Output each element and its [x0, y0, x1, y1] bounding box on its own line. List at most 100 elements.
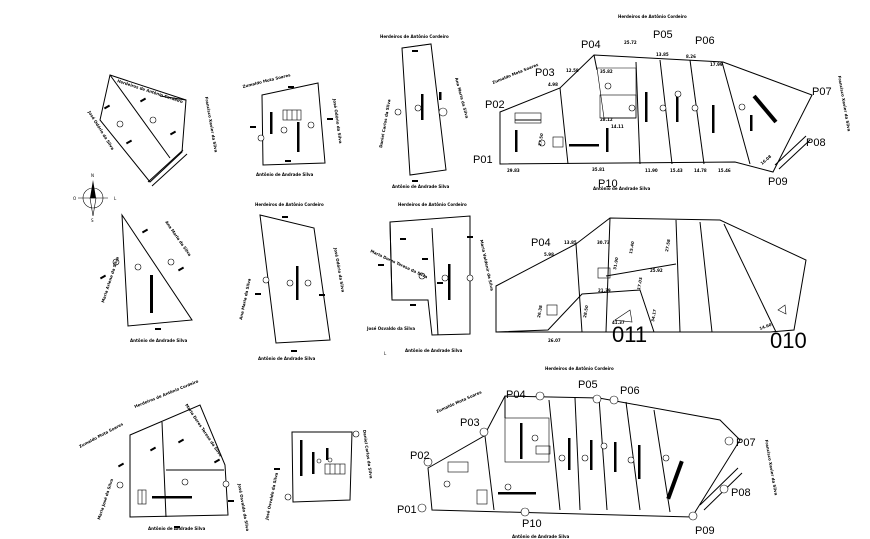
point-label: P07: [812, 86, 832, 98]
lot-number-label: 011: [612, 322, 647, 347]
dim-label: 17.03: [636, 277, 643, 291]
dim-label: 16.08: [759, 154, 772, 166]
name-label: Herdeiros de Antônio Cordeiro: [398, 202, 467, 207]
compass-north: N: [91, 173, 94, 178]
point-label: P09: [695, 525, 715, 537]
name-label: Herdeiros de Antônio Cordeiro: [545, 366, 614, 371]
name-label: José Odório da Silva: [332, 97, 343, 144]
dim-label: 28.12: [600, 117, 613, 122]
name-label: Herdeiros de Antônio Cordeiro: [618, 14, 687, 19]
dim-label: 26.38: [536, 305, 543, 319]
dim-label: 21.39: [598, 288, 611, 293]
name-label: Ana Maria da Silva: [164, 220, 192, 258]
point-label: P05: [653, 29, 673, 41]
dim-label: 35.82: [600, 69, 613, 74]
parcel-mid-small: Herdeiros de Antônio Cordeiro Ana Maria …: [238, 202, 346, 361]
name-label: Maria Valdenir da Silva: [479, 239, 495, 291]
parcel-bottom-small: José Osvaldo da Silva Daniel Carlos da S…: [264, 429, 374, 521]
name-label: Zumaldo Mota Soares: [492, 62, 540, 85]
parcel-bottom-left: Zumaldo Mota Soares Herdeiros de Antônio…: [78, 378, 250, 531]
compass-west: O: [73, 196, 76, 201]
dim-label: 15.46: [718, 168, 731, 173]
name-label: Antônio de Andrade Silva: [593, 186, 651, 191]
name-label: Zumaldo Mota Soares: [435, 389, 482, 414]
dim-label: 8.26: [686, 54, 696, 59]
point-label: P05: [578, 379, 598, 391]
dim-label: 11.90: [645, 168, 658, 173]
dim-label: 27.50: [537, 133, 544, 147]
point-label: P02: [410, 450, 430, 462]
point-label: P04: [581, 39, 601, 51]
name-label: Zumaldo Mota Soares: [242, 72, 291, 89]
parcel-mid-l: Herdeiros de Antônio Cordeiro Maria Dore…: [366, 202, 495, 356]
name-label: Francisco Xavier da Silva: [837, 75, 852, 132]
point-label: P04: [506, 389, 526, 401]
point-label: P01: [473, 154, 493, 166]
dim-label: 17.99: [710, 62, 723, 67]
dim-label: 27.58: [664, 239, 671, 253]
dim-label: 12.58: [566, 68, 579, 73]
dim-label: 31.90: [612, 257, 619, 271]
mid-marker: L: [384, 351, 387, 356]
name-label: Antônio de Andrade Silva: [130, 338, 188, 343]
name-label: Antônio de Andrade Silva: [258, 356, 316, 361]
name-label: José Odório da Silva: [333, 246, 346, 293]
point-label: P10: [598, 178, 618, 190]
point-label: P10: [522, 518, 542, 530]
name-label: Maria Dores Teresa da Silva: [184, 403, 223, 458]
point-label: P02: [485, 99, 505, 111]
point-label: P03: [460, 417, 480, 429]
name-label: Herdeiros de Antônio Cordeiro: [380, 34, 449, 39]
lot-number-label: 010: [770, 328, 807, 353]
compass-east: L: [114, 196, 117, 201]
name-label: Daniel Carlos da Silva: [378, 99, 392, 149]
name-label: Maria José da Silva: [96, 478, 114, 520]
name-label: Herdeiros de Antônio Cordeiro: [117, 78, 184, 104]
dim-label: 28.50: [582, 305, 589, 319]
dim-label: 41.37: [612, 320, 625, 325]
dim-label: 13.85: [656, 52, 669, 57]
point-label: P03: [535, 67, 555, 79]
dim-label: 25.92: [650, 268, 663, 273]
point-label: P08: [806, 137, 826, 149]
dim-label: 35.81: [592, 167, 605, 172]
name-label: Maria Dores Teresa da Silva: [370, 248, 429, 279]
name-label: José Osvaldo da Silva: [366, 326, 415, 331]
dim-label: 26.07: [548, 338, 561, 343]
name-label: Antônio de Andrade Silva: [392, 184, 450, 189]
point-label: P08: [731, 487, 751, 499]
dim-label: 15.43: [670, 168, 683, 173]
point-label: P04: [531, 237, 551, 249]
dim-label: 30.73: [597, 240, 610, 245]
parcel-top-left: Herdeiros de Antônio Cordeiro José Odóri…: [87, 74, 219, 187]
dim-label: 34.17: [650, 309, 657, 323]
name-label: Herdeiros de Antônio Cordeiro: [255, 202, 324, 207]
parcel-mid-right: P04 011 010 5.98 13.85 30.73 15.40 27.58…: [495, 217, 807, 353]
dim-label: 14.60: [759, 322, 773, 331]
dim-label: 4.98: [548, 82, 558, 87]
name-label: Antônio de Andrade Silva: [405, 348, 463, 353]
name-label: Antônio de Andrade Silva: [148, 526, 206, 531]
parcel-bottom-right: P01 P02 P03 P04 P05 P06 P07 P08 P09 P10 …: [397, 366, 779, 539]
name-label: Antônio de Andrade Silva: [256, 172, 314, 177]
parcel-mid-left: Maria Arlene da Silva Ana Maria da Silva…: [99, 213, 193, 343]
point-label: P09: [768, 176, 788, 188]
name-label: Francisco Xavier da Silva: [764, 439, 779, 496]
dim-label: 14.78: [694, 168, 707, 173]
point-label: P06: [620, 385, 640, 397]
point-label: P07: [736, 437, 756, 449]
name-label: Daniel Carlos da Silva: [362, 429, 374, 479]
name-label: Francisco Xavier da Silva: [204, 96, 219, 153]
dim-label: 29.83: [507, 168, 520, 173]
parcel-top-narrow: Herdeiros de Antônio Cordeiro Daniel Car…: [378, 34, 470, 189]
compass-south: S: [91, 218, 94, 223]
dim-label: 13.85: [564, 240, 577, 245]
name-label: José Osvaldo da Silva: [237, 482, 250, 531]
name-label: Maria Arlene da Silva: [100, 256, 120, 304]
name-label: José Osvaldo da Silva: [264, 472, 279, 521]
parcel-top-right: P01 P02 P03 P04 P05 P06 P07 P08 P09 P10 …: [473, 14, 852, 191]
name-label: Zumaldo Mota Soares: [78, 421, 124, 449]
dim-label: 5.98: [544, 252, 554, 257]
dim-label: 14.11: [611, 124, 624, 129]
